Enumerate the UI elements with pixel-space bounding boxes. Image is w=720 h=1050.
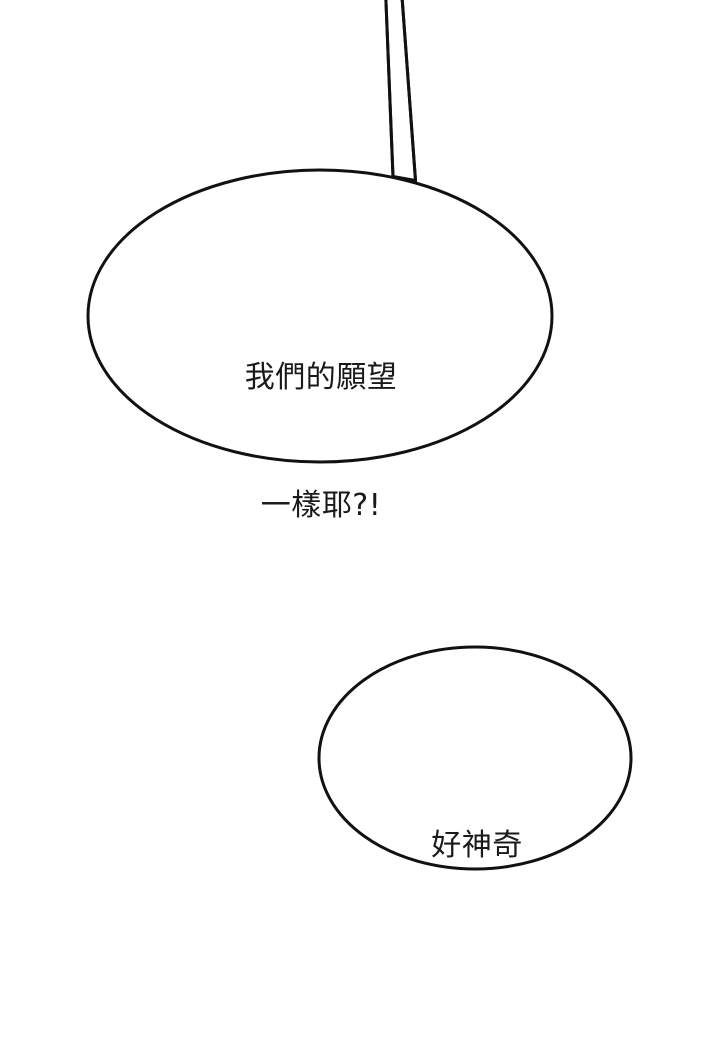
speech-bubble-1-line-2: 一樣耶?!: [260, 487, 382, 523]
speech-bubble-1-line-1: 我們的願望: [244, 360, 398, 396]
speech-bubble-2-text: 好神奇: [320, 740, 634, 953]
speech-bubble-2-line-1: 好神奇: [431, 828, 523, 864]
speech-bubble-1-tail-edge-left: [384, 0, 395, 177]
speech-bubble-2-outline: [317, 645, 633, 871]
speech-bubble-1-text: 我們的願望 一樣耶?!: [88, 272, 554, 613]
speech-bubble-1-tail-edge-right: [400, 0, 417, 181]
speech-bubble-1-outline: [86, 168, 554, 464]
